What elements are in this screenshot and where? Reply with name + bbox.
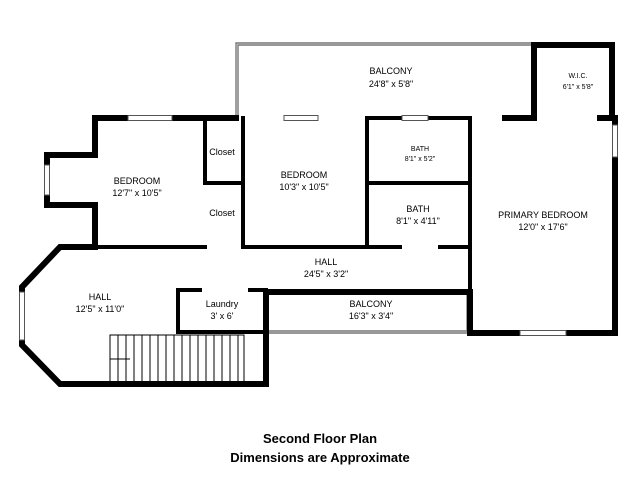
room-label-wic: W.I.C. 6'1" x 5'8"	[563, 73, 594, 91]
room-label-hall-corridor: HALL 24'5" x 3'2"	[304, 257, 348, 279]
room-name: BEDROOM	[281, 170, 328, 180]
room-dimensions: 10'3" x 10'5"	[279, 182, 328, 192]
room-dimensions: 12'5" x 11'0"	[76, 304, 125, 314]
room-label-bath: BATH 8'1" x 4'11"	[396, 204, 440, 226]
room-name: BEDROOM	[114, 176, 161, 186]
plan-subtitle: Dimensions are Approximate	[230, 450, 410, 465]
room-name: BALCONY	[369, 66, 412, 76]
room-label-primary-bedroom: PRIMARY BEDROOM 12'0" x 17'6"	[498, 210, 588, 232]
room-name: BALCONY	[349, 299, 392, 309]
room-name: BATH	[411, 146, 429, 153]
room-label-hall-stair: HALL 12'5" x 11'0"	[76, 292, 125, 314]
room-dimensions: 24'5" x 3'2"	[304, 269, 348, 279]
windows	[19, 115, 618, 341]
room-name: Laundry	[206, 299, 239, 309]
room-label-laundry: Laundry 3' x 6'	[206, 299, 239, 321]
stairs	[109, 334, 245, 385]
room-label-closet-upper: Closet	[209, 147, 235, 157]
room-label-balcony-bottom: BALCONY 16'3" x 3'4"	[349, 299, 393, 321]
room-dimensions: 12'0" x 17'6"	[518, 222, 567, 232]
room-dimensions: 8'1" x 4'11"	[396, 216, 440, 226]
room-name: BATH	[406, 204, 429, 214]
room-name: W.I.C.	[568, 73, 587, 80]
room-name: PRIMARY BEDROOM	[498, 210, 588, 220]
room-dimensions: 24'8" x 5'8"	[369, 79, 413, 89]
room-dimensions: 3' x 6'	[211, 311, 234, 321]
room-name: Closet	[209, 147, 235, 157]
room-label-bedroom-middle: BEDROOM 10'3" x 10'5"	[279, 170, 328, 192]
room-name: HALL	[315, 257, 338, 267]
room-label-bedroom-left: BEDROOM 12'7" x 10'5"	[112, 176, 161, 198]
room-dimensions: 8'1" x 5'2"	[405, 156, 436, 163]
room-label-balcony-top: BALCONY 24'8" x 5'8"	[369, 66, 413, 89]
room-dimensions: 16'3" x 3'4"	[349, 311, 393, 321]
room-dimensions: 6'1" x 5'8"	[563, 84, 594, 91]
room-label-closet-lower: Closet	[209, 208, 235, 218]
plan-title: Second Floor Plan	[262, 431, 378, 446]
room-name: HALL	[89, 292, 112, 302]
room-dimensions: 12'7" x 10'5"	[112, 188, 161, 198]
room-label-bath-small: BATH 8'1" x 5'2"	[405, 146, 436, 163]
room-name: Closet	[209, 208, 235, 218]
